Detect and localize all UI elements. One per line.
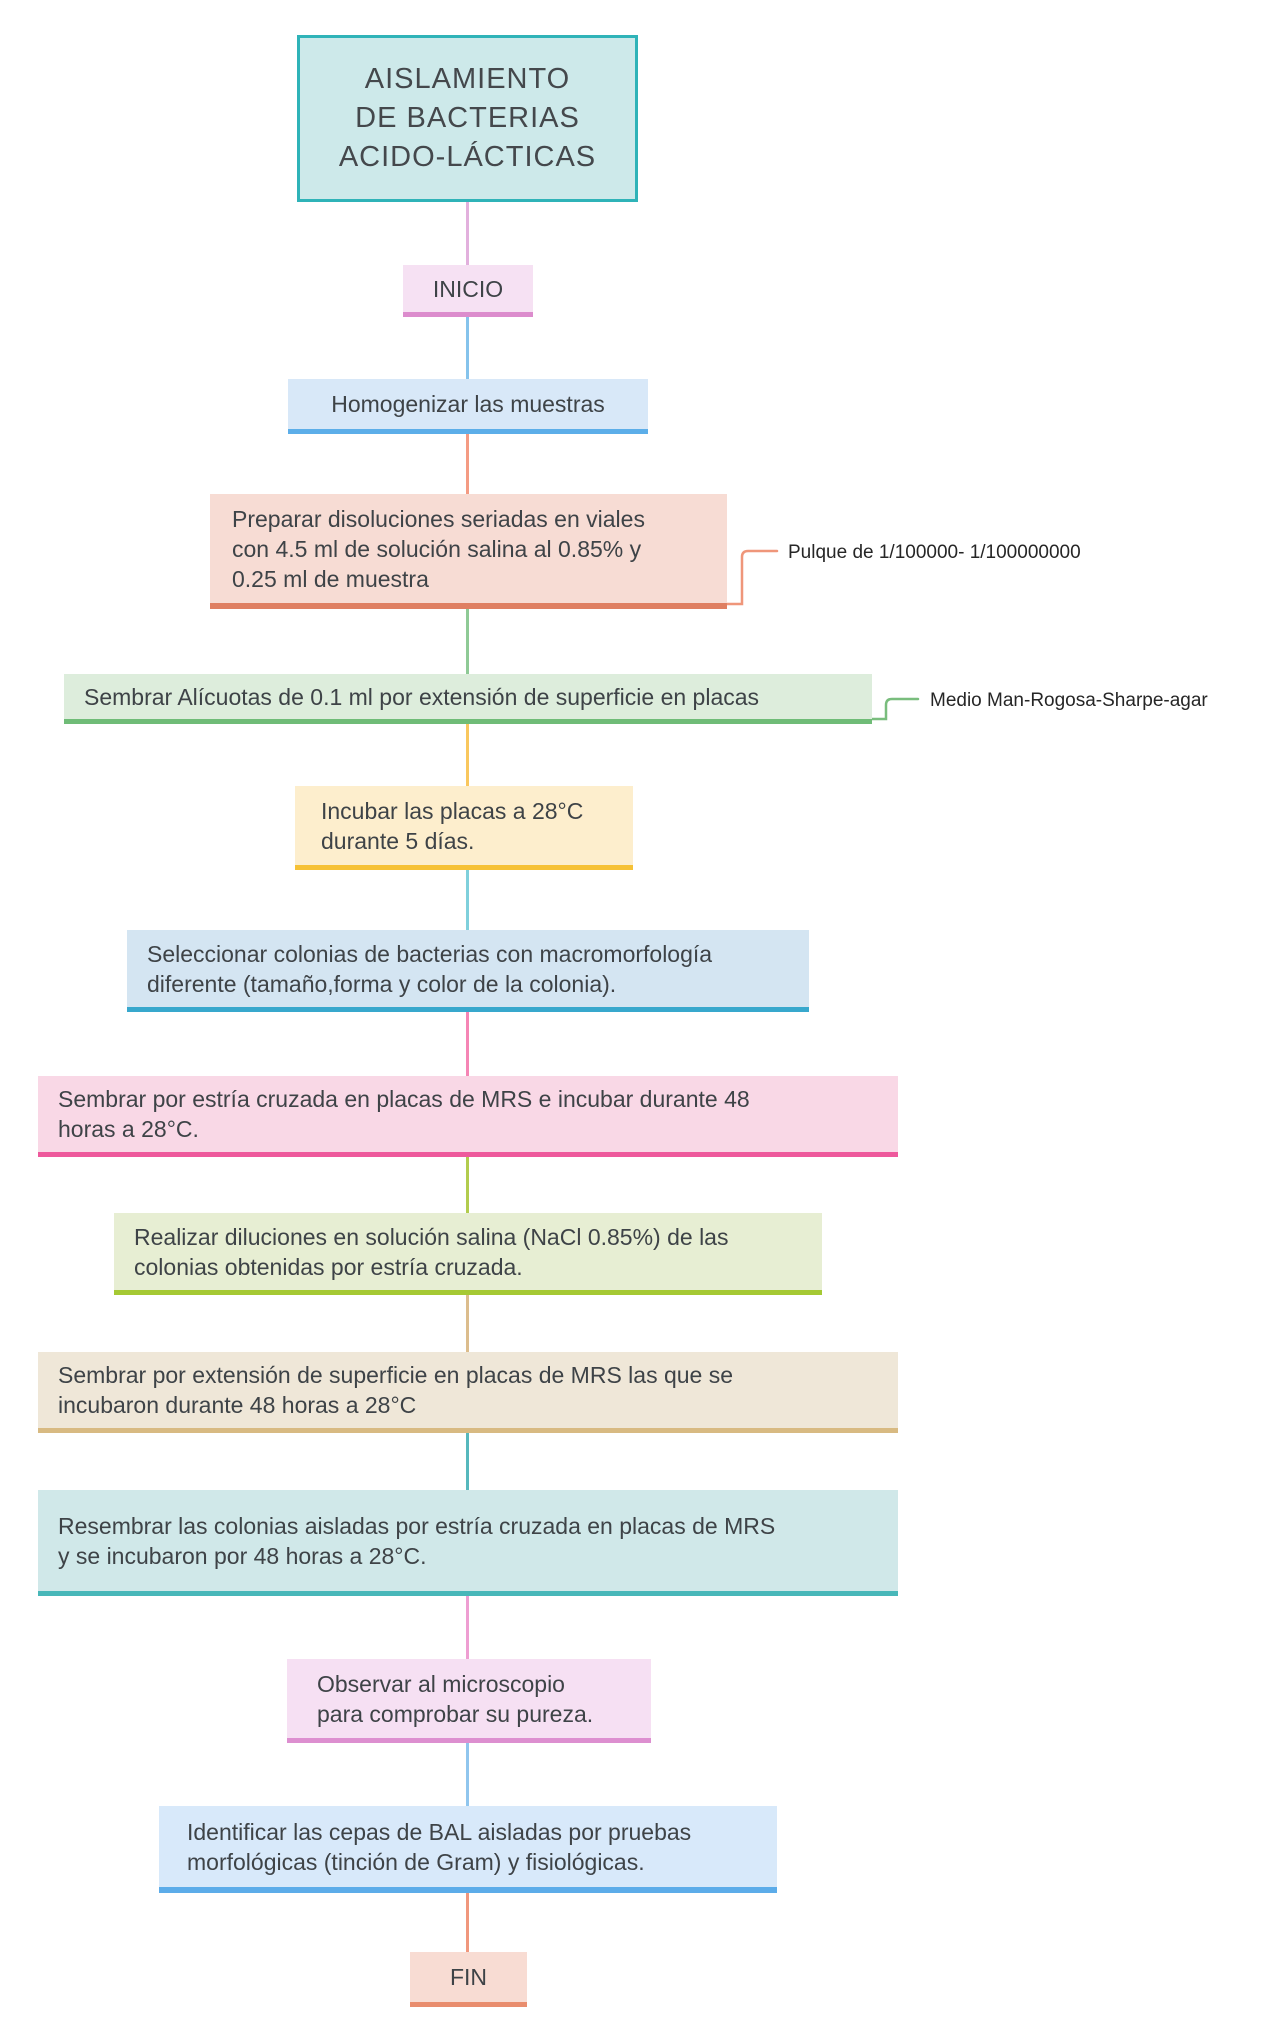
diluciones-label: Realizar diluciones en solución salina (… — [134, 1223, 729, 1280]
flow-node-homogenizar: Homogenizar las muestras — [288, 379, 648, 434]
connector-resembrar-observar — [466, 1596, 469, 1659]
flow-node-diluciones: Realizar diluciones en solución salina (… — [114, 1213, 822, 1295]
connector-diluciones-extension — [466, 1295, 469, 1352]
connector-preparar-alicuotas — [466, 609, 469, 674]
annotation-pulque-label: Pulque de 1/100000- 1/100000000 — [788, 542, 1081, 563]
fin-label: FIN — [449, 1964, 488, 1990]
annotation-medio: Medio Man-Rogosa-Sharpe-agar — [930, 689, 1208, 712]
connector-observar-identificar — [466, 1743, 469, 1806]
identificar-label: Identificar las cepas de BAL aisladas po… — [187, 1818, 692, 1875]
flow-node-identificar: Identificar las cepas de BAL aisladas po… — [159, 1806, 777, 1893]
title-label: AISLAMIENTO DE BACTERIAS ACIDO-LÁCTICAS — [338, 63, 597, 173]
flow-node-estria: Sembrar por estría cruzada en placas de … — [38, 1076, 898, 1157]
flow-node-fin: FIN — [410, 1952, 527, 2007]
annotation-connector-medio — [868, 697, 920, 721]
homogenizar-label: Homogenizar las muestras — [331, 391, 605, 417]
incubar-label: Incubar las placas a 28°C durante 5 días… — [321, 797, 584, 854]
flow-node-extension: Sembrar por extensión de superficie en p… — [38, 1352, 898, 1433]
flow-node-seleccionar: Seleccionar colonias de bacterias con ma… — [127, 930, 809, 1012]
flow-node-resembrar: Resembrar las colonias aisladas por estr… — [38, 1490, 898, 1596]
flow-node-alicuotas: Sembrar Alícuotas de 0.1 ml por extensió… — [64, 674, 872, 724]
annotation-medio-label: Medio Man-Rogosa-Sharpe-agar — [930, 690, 1208, 711]
observar-label: Observar al microscopio para comprobar s… — [317, 1670, 594, 1727]
inicio-label: INICIO — [432, 275, 504, 302]
flow-node-incubar: Incubar las placas a 28°C durante 5 días… — [295, 786, 633, 870]
connector-seleccionar-estria — [466, 1012, 469, 1076]
preparar-label: Preparar disoluciones seriadas en viales… — [232, 505, 645, 592]
flow-node-observar: Observar al microscopio para comprobar s… — [287, 1659, 651, 1743]
connector-homogenizar-preparar — [466, 434, 469, 494]
connector-title-inicio — [466, 202, 469, 265]
annotation-connector-pulque — [722, 549, 779, 606]
estria-label: Sembrar por estría cruzada en placas de … — [58, 1086, 750, 1142]
connector-inicio-homogenizar — [466, 317, 469, 379]
annotation-pulque: Pulque de 1/100000- 1/100000000 — [788, 541, 1081, 564]
seleccionar-label: Seleccionar colonias de bacterias con ma… — [147, 940, 713, 997]
alicuotas-label: Sembrar Alícuotas de 0.1 ml por extensió… — [84, 683, 760, 710]
flow-node-preparar: Preparar disoluciones seriadas en viales… — [210, 494, 727, 609]
resembrar-label: Resembrar las colonias aisladas por estr… — [58, 1512, 776, 1569]
connector-identificar-fin — [466, 1893, 469, 1952]
connector-estria-diluciones — [466, 1157, 469, 1213]
connector-extension-resembrar — [466, 1433, 469, 1490]
connector-alicuotas-incubar — [466, 724, 469, 786]
flow-node-title: AISLAMIENTO DE BACTERIAS ACIDO-LÁCTICAS — [297, 35, 638, 202]
extension-label: Sembrar por extensión de superficie en p… — [58, 1362, 734, 1418]
flow-node-inicio: INICIO — [403, 265, 533, 317]
connector-incubar-seleccionar — [466, 870, 469, 930]
